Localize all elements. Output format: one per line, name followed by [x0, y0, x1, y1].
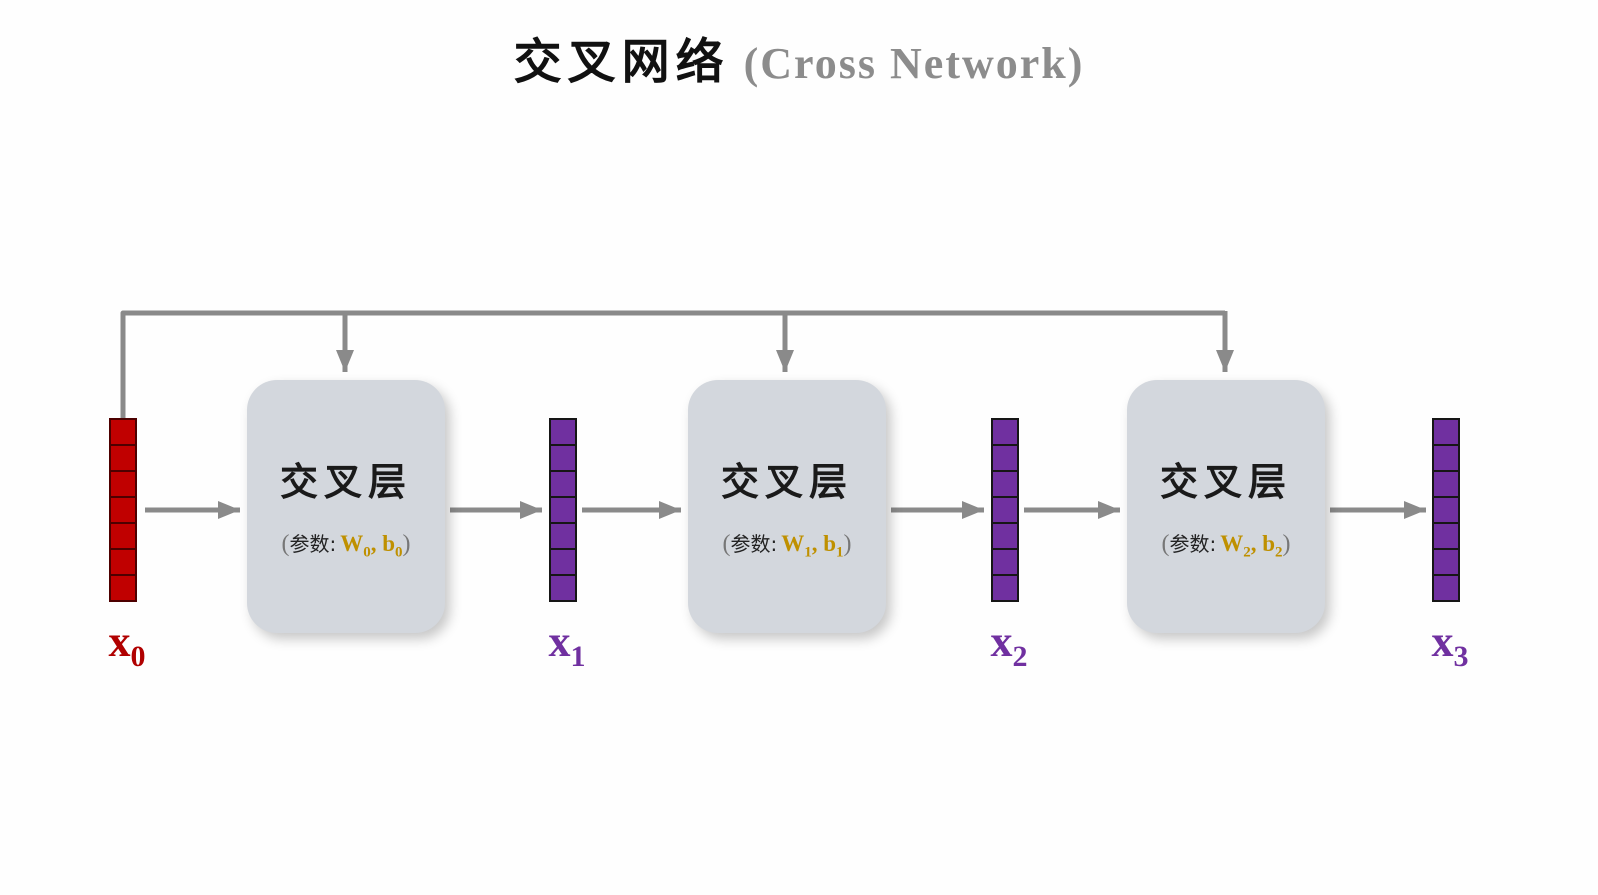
vector-cell: [1434, 472, 1458, 498]
cross-layer-3-title: 交叉层: [1159, 460, 1292, 505]
vector-label-x2: x2: [990, 617, 1028, 673]
vector-label-x0: x0: [108, 617, 146, 673]
cross-layer-2-title: 交叉层: [720, 460, 853, 505]
param-weights: W2, b2: [1220, 531, 1283, 561]
cross-layer-1-title: 交叉层: [279, 460, 412, 505]
cross-layer-box-2: 交叉层 (参数:W1, b1): [688, 380, 886, 633]
vector-cell: [111, 446, 135, 472]
title-chinese: 交叉网络: [513, 34, 730, 90]
vector-x0: [109, 418, 137, 602]
vector-cell: [993, 498, 1017, 524]
vector-cell: [1434, 576, 1458, 600]
paren-open: (: [722, 531, 731, 558]
vector-cell: [111, 498, 135, 524]
vector-cell: [1434, 498, 1458, 524]
vector-cell: [111, 524, 135, 550]
vector-cell: [111, 472, 135, 498]
vector-cell: [1434, 524, 1458, 550]
paren-open: (: [281, 531, 290, 558]
params-label: 参数:: [730, 532, 778, 557]
cross-layer-1-params: (参数:W0, b0): [281, 528, 410, 562]
cross-layer-2-params: (参数:W1, b1): [722, 528, 851, 562]
vector-cell: [993, 472, 1017, 498]
vector-label-x1: x1: [548, 617, 586, 673]
params-label: 参数:: [289, 532, 337, 557]
vector-cell: [993, 420, 1017, 446]
cross-layer-3-params: (参数:W2, b2): [1161, 528, 1290, 562]
paren-close: ): [1282, 531, 1291, 558]
vector-cell: [551, 420, 575, 446]
cross-layer-box-3: 交叉层 (参数:W2, b2): [1127, 380, 1325, 633]
paren-open: (: [1161, 531, 1170, 558]
vector-cell: [1434, 420, 1458, 446]
vector-cell: [1434, 446, 1458, 472]
vector-x1: [549, 418, 577, 602]
vector-x2: [991, 418, 1019, 602]
paren-close: ): [402, 531, 411, 558]
vector-cell: [551, 498, 575, 524]
vector-cell: [551, 472, 575, 498]
params-label: 参数:: [1169, 532, 1217, 557]
title-english: (Cross Network): [743, 39, 1085, 88]
vector-cell: [111, 420, 135, 446]
vector-cell: [551, 550, 575, 576]
param-weights: W1, b1: [781, 531, 844, 561]
vector-label-x3: x3: [1431, 617, 1469, 673]
paren-close: ): [843, 531, 852, 558]
vector-cell: [551, 446, 575, 472]
vector-cell: [993, 524, 1017, 550]
vector-cell: [993, 576, 1017, 600]
vector-x3: [1432, 418, 1460, 602]
diagram-title: 交叉网络 (Cross Network): [0, 22, 1598, 92]
vector-cell: [1434, 550, 1458, 576]
vector-cell: [551, 524, 575, 550]
vector-cell: [111, 576, 135, 600]
vector-cell: [993, 446, 1017, 472]
vector-cell: [551, 576, 575, 600]
param-weights: W0, b0: [340, 531, 403, 561]
vector-cell: [993, 550, 1017, 576]
cross-layer-box-1: 交叉层 (参数:W0, b0): [247, 380, 445, 633]
vector-cell: [111, 550, 135, 576]
